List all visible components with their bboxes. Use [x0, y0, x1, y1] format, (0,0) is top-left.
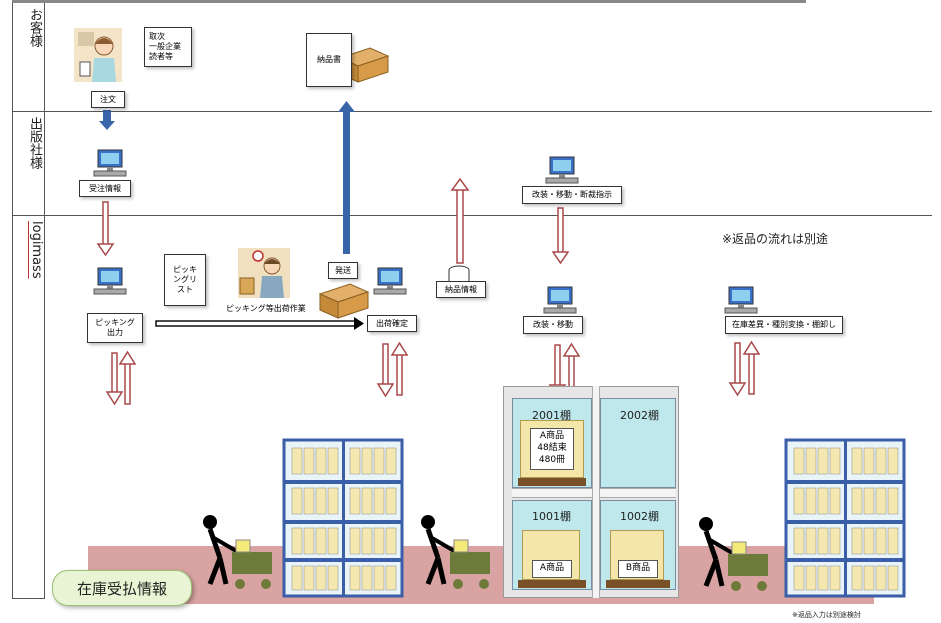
lane-label-publisher: 出版社様 [27, 117, 42, 169]
shelf-2001-label: 2001棚 [532, 409, 571, 422]
product-b-label: B商品 [618, 560, 658, 578]
lane-label-customer: お客様 [27, 8, 42, 47]
arrow-delivery-info-up [450, 177, 470, 264]
worker-illustration [238, 248, 290, 298]
lane-left-border [12, 3, 13, 598]
computer-icon [543, 286, 577, 314]
picking-output-box: ピッキング 出力 [87, 313, 143, 343]
picking-work-label: ピッキング等出荷作業 [226, 304, 306, 313]
delivery-slip-doc: 納品書 [306, 33, 352, 87]
computer-icon [93, 267, 127, 295]
picking-list-doc: ピッキ ングリ スト [164, 254, 206, 306]
repack-move-box: 改装・移動 [523, 316, 583, 334]
double-arrow-picking [105, 350, 137, 406]
order-label: 注文 [91, 91, 125, 108]
arrow-repack-instruction-down [551, 207, 570, 265]
order-info-label: 受注情報 [79, 180, 131, 197]
cart-worker-illustration [421, 515, 490, 589]
repack-instruction-box: 改装・移動・断裁指示 [522, 186, 622, 204]
inventory-adjust-box: 在庫差異・種別変換・棚卸し [725, 316, 843, 334]
shelf-1002-label: 1002棚 [620, 510, 659, 523]
customer-note: 取次 一般企業 読者等 [144, 27, 192, 67]
computer-icon [724, 286, 758, 314]
cart-worker-illustration [699, 517, 768, 591]
lane-divider-2 [12, 215, 932, 216]
top-border [12, 0, 806, 3]
lane-divider-bottom [12, 598, 45, 599]
product-a-label: A商品 [532, 560, 572, 578]
arrow-order-info-to-picking [96, 201, 115, 257]
bottom-note: ※返品入力は別途検討 [792, 611, 861, 619]
shelf-2002 [600, 398, 676, 488]
computer-icon [93, 149, 127, 177]
operator-illustration [74, 28, 122, 82]
computer-icon [373, 267, 407, 295]
double-arrow-inventory [728, 340, 761, 397]
product-a-bundle-label: A商品 48結束 480冊 [530, 428, 574, 470]
lane-label-divider [44, 3, 45, 598]
arrow-shipping-to-delivery-slip [338, 101, 355, 254]
shelf-1001-label: 1001棚 [532, 510, 571, 523]
rack-illustration [784, 438, 906, 598]
pallet [518, 580, 586, 588]
return-note: ※返品の流れは別途 [722, 232, 829, 246]
lane-divider-1 [12, 111, 932, 112]
shelf-post [592, 386, 600, 598]
pallet [518, 478, 586, 486]
computer-icon [545, 156, 579, 184]
inventory-ledger-badge: 在庫受払情報 [52, 570, 192, 606]
delivery-info-label: 納品情報 [436, 281, 486, 298]
arrow-picking-to-confirm [155, 317, 364, 330]
arrow-order-to-order-info [99, 110, 115, 130]
cardboard-box-icon [318, 283, 370, 319]
lane-label-logimass: logimass [29, 221, 44, 279]
ship-confirm-label: 出荷確定 [367, 315, 417, 332]
rack-illustration [282, 438, 404, 598]
cart-worker-illustration [203, 515, 272, 589]
shelf-2002-label: 2002棚 [620, 409, 659, 422]
pallet [606, 580, 670, 588]
double-arrow-ship-confirm [376, 341, 409, 398]
shipping-label: 発送 [328, 262, 358, 279]
